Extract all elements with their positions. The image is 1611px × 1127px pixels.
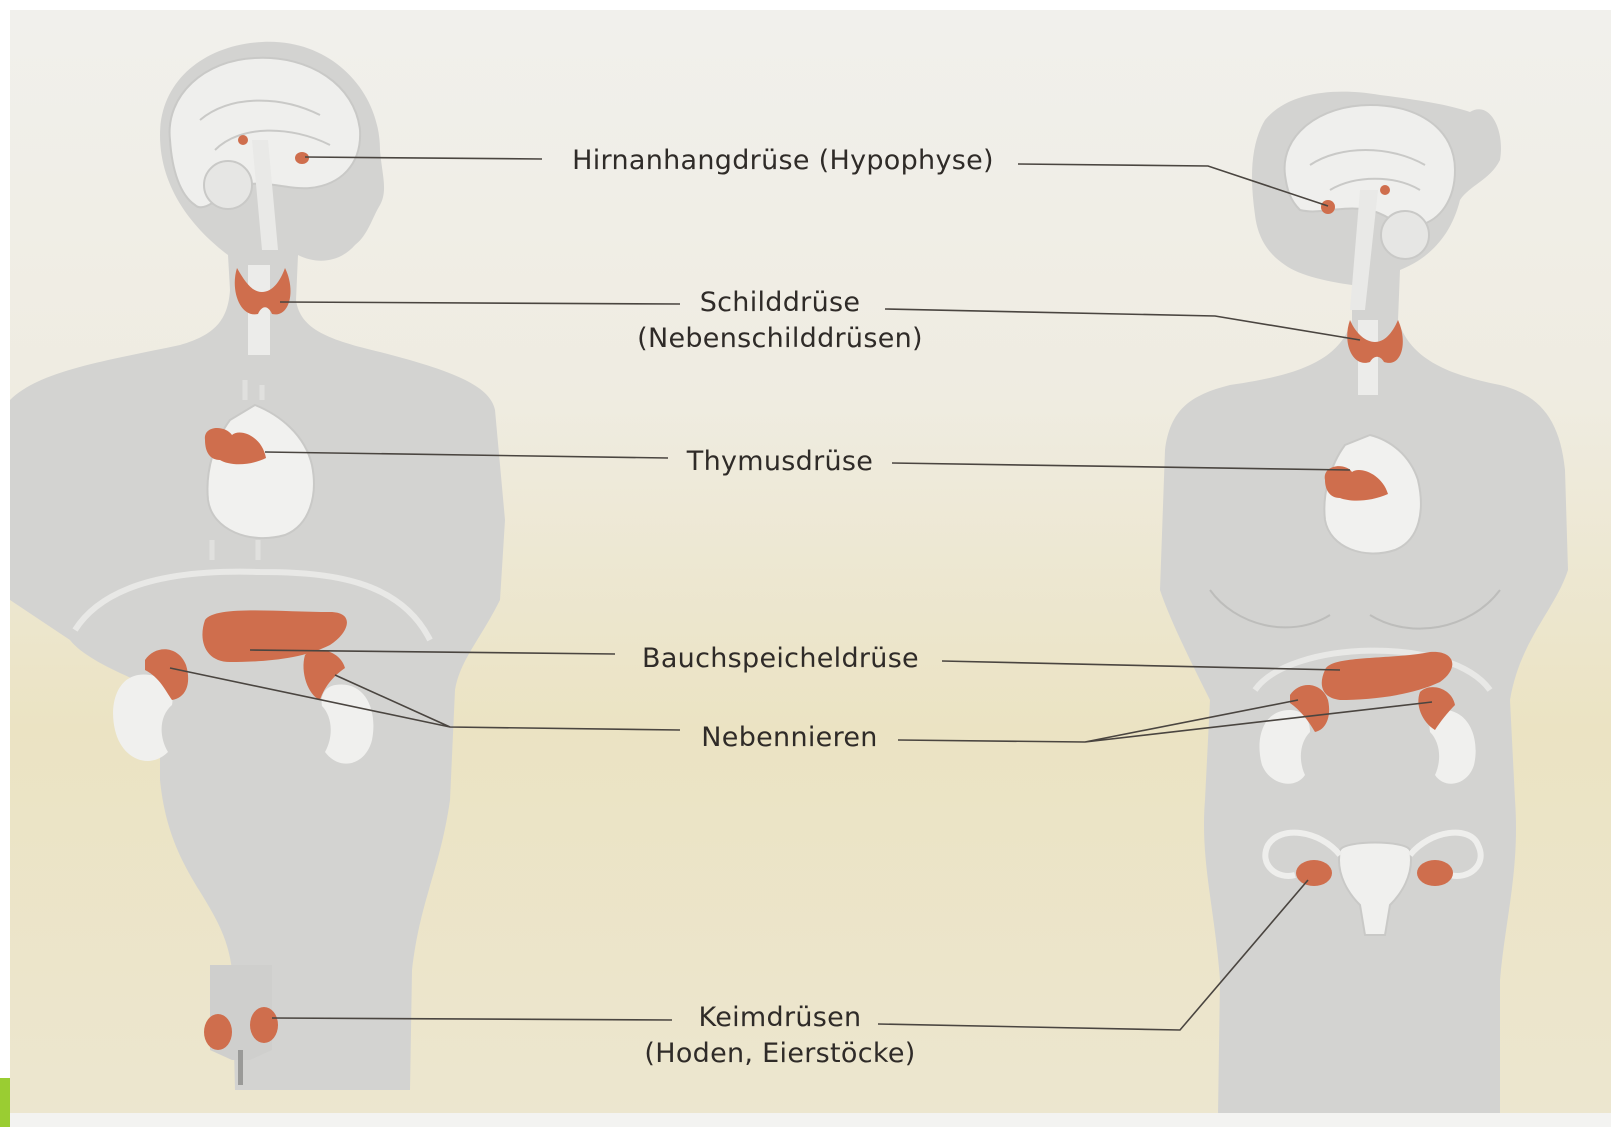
green-tab-marker (0, 1078, 10, 1127)
female-ovary-right (1417, 860, 1453, 886)
female-cerebellum (1381, 211, 1429, 259)
male-testis-left (204, 1014, 232, 1050)
label-thyroid: Schilddrüse (Nebenschilddrüsen) (620, 285, 940, 357)
label-gonads-line1: Keimdrüsen (620, 1000, 940, 1036)
female-pineal-gland (1380, 185, 1390, 195)
female-ovary-left (1296, 860, 1332, 886)
male-cerebellum (204, 161, 252, 209)
label-gonads: Keimdrüsen (Hoden, Eierstöcke) (620, 1000, 940, 1072)
male-testis-right (250, 1007, 278, 1043)
label-adrenal: Nebennieren (682, 720, 897, 756)
label-gonads-line2: (Hoden, Eierstöcke) (620, 1036, 940, 1072)
label-thymus: Thymusdrüse (665, 444, 895, 480)
bottom-strip (0, 1113, 1611, 1127)
male-pineal-gland (238, 135, 248, 145)
label-thyroid-line2: (Nebenschilddrüsen) (620, 321, 940, 357)
label-pancreas: Bauchspeicheldrüse (618, 641, 943, 677)
male-pituitary-gland (295, 152, 309, 164)
female-pituitary-gland (1321, 200, 1335, 214)
label-thyroid-line1: Schilddrüse (620, 285, 940, 321)
label-pituitary: Hirnanhangdrüse (Hypophyse) (548, 143, 1018, 179)
